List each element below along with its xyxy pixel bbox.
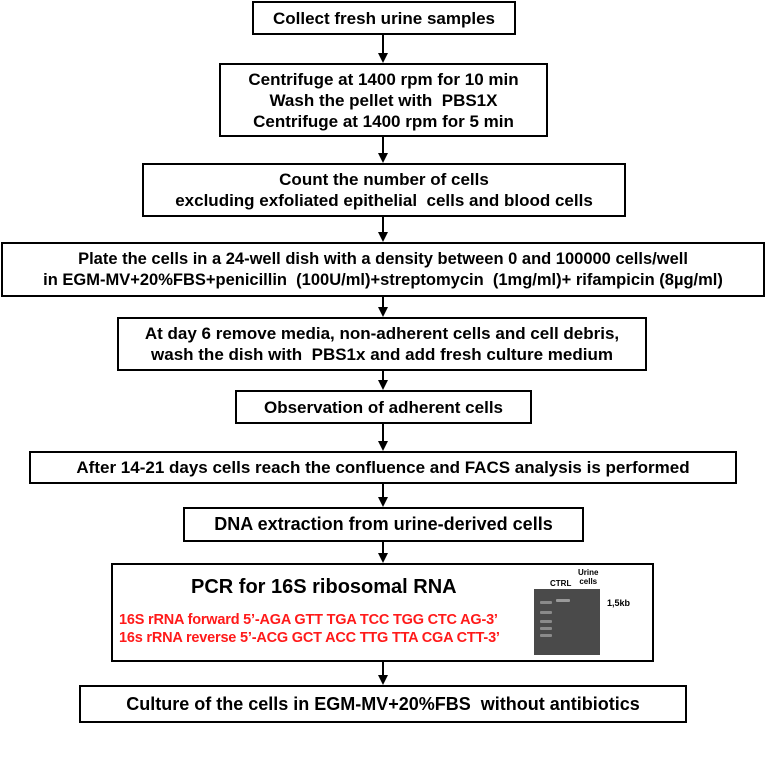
step-count-cells: Count the number of cells excluding exfo…: [142, 163, 626, 217]
primer-reverse: 16s rRNA reverse 5’-ACG GCT ACC TTG TTA …: [119, 630, 500, 646]
step-plate-cells: Plate the cells in a 24-well dish with a…: [1, 242, 765, 297]
step-text: Observation of adherent cells: [263, 397, 503, 417]
pcr-title: PCR for 16S ribosomal RNA: [191, 576, 457, 598]
step-text: Count the number of cells: [279, 170, 489, 189]
step-remove-media: At day 6 remove media, non-adherent cell…: [117, 317, 647, 371]
step-text: After 14-21 days cells reach the conflue…: [76, 458, 690, 477]
step-culture-no-antibiotics: Culture of the cells in EGM-MV+20%FBS wi…: [79, 685, 687, 723]
step-facs-analysis: After 14-21 days cells reach the conflue…: [29, 451, 737, 484]
step-dna-extraction: DNA extraction from urine-derived cells: [183, 507, 584, 542]
step-text: Wash the pellet with PBS1X: [269, 90, 498, 110]
gel-marker-label: 1,5kb: [607, 598, 631, 608]
step-text: Plate the cells in a 24-well dish with a…: [78, 249, 688, 268]
gel-band-ctrl: [556, 599, 570, 602]
step-text: Centrifuge at 1400 rpm for 10 min: [248, 69, 519, 89]
gel-band: [540, 634, 552, 637]
gel-image: [534, 589, 600, 655]
gel-lane-ctrl-label: CTRL: [550, 579, 572, 588]
gel-band: [540, 620, 552, 623]
step-text: excluding exfoliated epithelial cells an…: [175, 191, 593, 210]
step-observation: Observation of adherent cells: [235, 390, 532, 424]
step-text: At day 6 remove media, non-adherent cell…: [144, 324, 620, 343]
gel-band: [540, 611, 552, 614]
step-text: Centrifuge at 1400 rpm for 5 min: [253, 111, 514, 131]
gel-lane-urine-label: Urine cells: [578, 568, 599, 586]
step-text: wash the dish with PBS1x and add fresh c…: [151, 345, 613, 364]
step-text: Culture of the cells in EGM-MV+20%FBS wi…: [126, 693, 640, 714]
step-collect-urine: Collect fresh urine samples: [252, 1, 516, 35]
gel-band: [540, 601, 552, 604]
flow-arrows: [378, 34, 388, 685]
gel-band: [540, 627, 552, 630]
step-pcr: PCR for 16S ribosomal RNA 16S rRNA forwa…: [111, 563, 654, 662]
step-text: Collect fresh urine samples: [272, 8, 496, 28]
step-text: in EGM-MV+20%FBS+penicillin (100U/ml)+st…: [43, 270, 723, 289]
primer-forward: 16S rRNA forward 5’-AGA GTT TGA TCC TGG …: [119, 612, 498, 628]
step-text: DNA extraction from urine-derived cells: [214, 514, 553, 534]
step-centrifuge: Centrifuge at 1400 rpm for 10 min Wash t…: [219, 63, 548, 137]
